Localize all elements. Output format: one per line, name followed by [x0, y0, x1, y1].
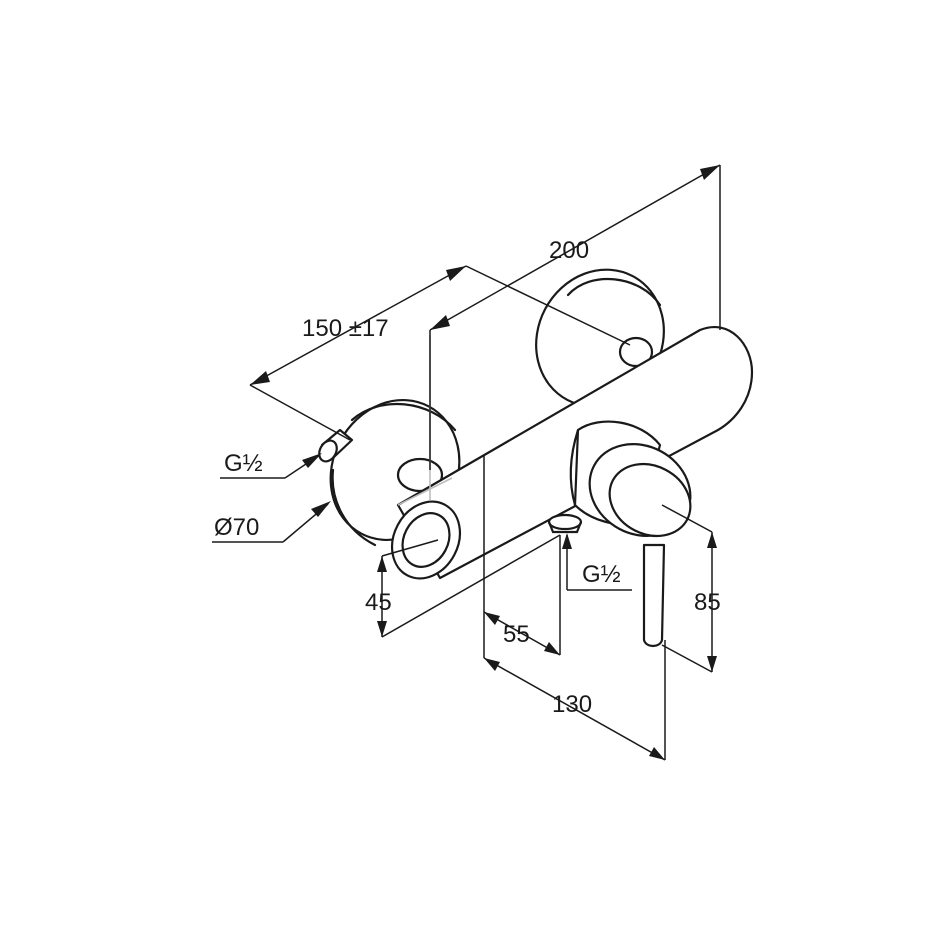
dimension-200: 200	[429, 164, 721, 470]
lever-handle	[642, 543, 666, 648]
outlet-thread-label: G½	[582, 561, 621, 588]
dimension-55-label: 55	[503, 621, 530, 648]
dimension-130-label: 130	[552, 691, 592, 718]
dimension-85: 85	[661, 504, 721, 673]
lever-housing	[569, 420, 692, 538]
dimension-150-label: 150 ±17	[302, 315, 389, 342]
dimension-45-label: 45	[365, 589, 392, 616]
dimension-outlet-thread: G½	[562, 533, 632, 591]
dimension-130: 130	[483, 640, 666, 761]
dimension-55: 55	[483, 455, 561, 658]
bottom-outlet	[547, 513, 583, 534]
mixer-body	[390, 326, 754, 580]
dimension-inlet-thread: G½	[220, 450, 322, 479]
diameter-label: Ø70	[214, 514, 259, 541]
dimension-45: 45	[365, 534, 561, 638]
dimension-150: 150 ±17	[249, 265, 631, 441]
dimension-200-label: 200	[549, 237, 589, 264]
dimension-diameter: Ø70	[212, 501, 331, 543]
dimension-85-label: 85	[694, 589, 721, 616]
inlet-thread-label: G½	[224, 450, 263, 477]
